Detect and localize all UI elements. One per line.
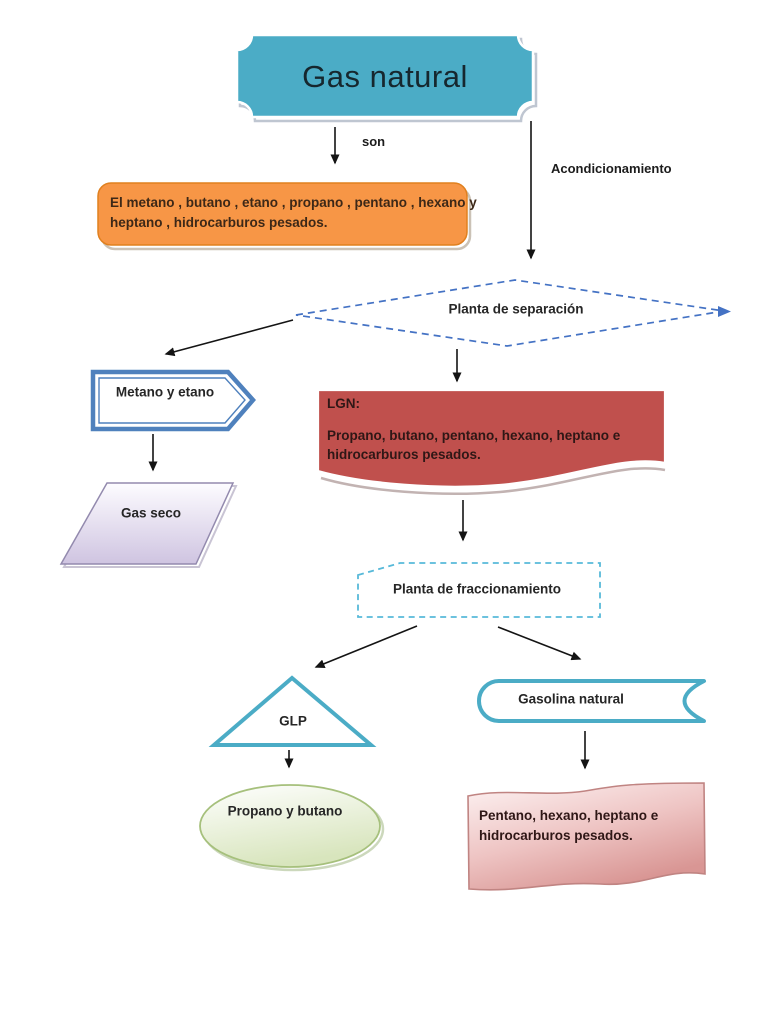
arrow-separacion-to-metano bbox=[164, 319, 294, 357]
gasolina-label: Gasolina natural bbox=[518, 691, 624, 707]
separacion-label: Planta de separación bbox=[448, 301, 584, 317]
gas-seco-label: Gas seco bbox=[120, 505, 182, 521]
fraccionamiento-box-shape bbox=[357, 562, 601, 618]
arrow-frac-to-gasolina bbox=[497, 626, 582, 661]
lgn-line-1: Propano, butano, pentano, hexano, heptan… bbox=[327, 428, 621, 443]
pentano-text: Pentano, hexano, heptano e hidrocarburos… bbox=[479, 806, 658, 846]
composition-line-1: El metano , butano , etano , propano , p… bbox=[110, 195, 477, 210]
composition-text: El metano , butano , etano , propano , p… bbox=[110, 193, 477, 233]
title-plaque-shape bbox=[235, 33, 538, 123]
composition-line-2: heptano , hidrocarburos pesados. bbox=[110, 215, 328, 230]
fraccionamiento-label: Planta de fraccionamiento bbox=[392, 581, 562, 597]
gasolina-shape bbox=[476, 679, 706, 723]
arrow-frac-to-glp bbox=[314, 625, 418, 668]
edge-label-acondicionamiento: Acondicionamiento bbox=[551, 161, 672, 176]
lgn-wave-shape bbox=[316, 388, 667, 495]
glp-triangle-shape bbox=[208, 675, 377, 747]
lgn-wave-shadow bbox=[320, 467, 666, 495]
propano-butano-label: Propano y butano bbox=[227, 803, 343, 819]
lgn-text: Propano, butano, pentano, hexano, heptan… bbox=[327, 426, 620, 464]
pentano-wave-shape bbox=[467, 782, 706, 891]
metano-pentagon-shape bbox=[90, 369, 256, 432]
composition-box-shape bbox=[97, 182, 472, 251]
edge-label-son: son bbox=[362, 134, 386, 149]
separacion-diamond-shape bbox=[295, 279, 731, 347]
propano-ellipse-shape bbox=[199, 784, 385, 872]
lgn-line-2: hidrocarburos pesados. bbox=[327, 447, 481, 462]
pentano-line-2: hidrocarburos pesados. bbox=[479, 828, 633, 843]
lgn-heading: LGN: bbox=[327, 396, 360, 411]
diamond-right-arrowhead bbox=[718, 306, 731, 317]
glp-label: GLP bbox=[279, 713, 307, 729]
title-label: Gas natural bbox=[302, 59, 468, 94]
gasseco-parallelogram-shape bbox=[59, 482, 238, 568]
pentano-line-1: Pentano, hexano, heptano e bbox=[479, 808, 659, 823]
metano-etano-label: Metano y etano bbox=[115, 384, 215, 400]
connector-arrows bbox=[148, 121, 590, 770]
